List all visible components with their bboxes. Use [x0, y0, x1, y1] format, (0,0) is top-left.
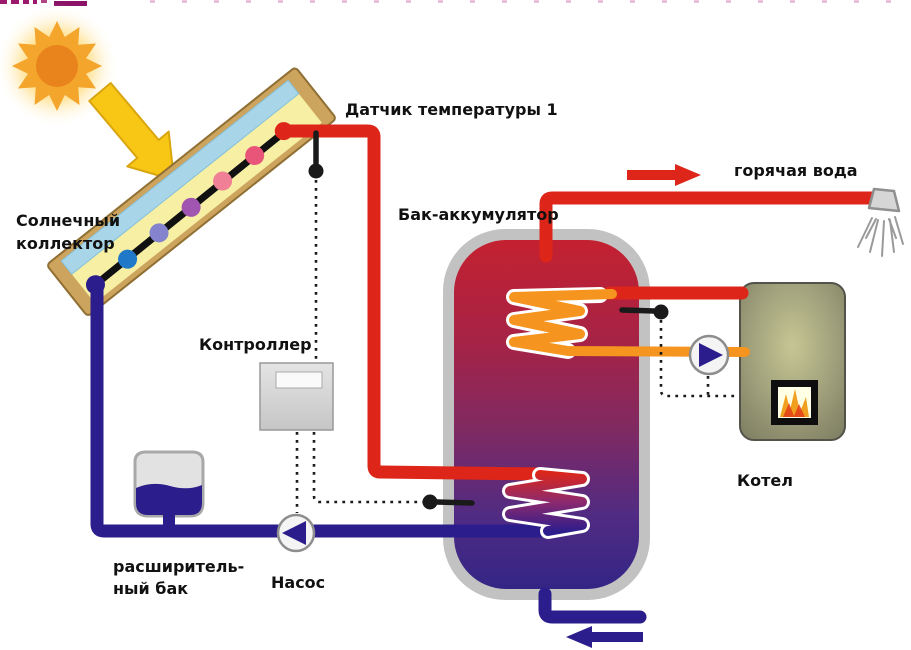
pipe-hot-water: [539, 191, 883, 263]
boiler-body: [739, 282, 846, 441]
upper-heat-coil: [509, 289, 750, 357]
label-sensor1: Датчик температуры 1: [345, 100, 558, 119]
sensor3-boiler-line: [659, 320, 738, 398]
collector-dot: [181, 197, 201, 217]
temperature-sensor-3: [619, 304, 669, 320]
cropped-text-artifact: [0, 0, 911, 6]
shower-icon: [857, 187, 904, 257]
controller-box: [259, 362, 334, 431]
pump-direction-icon: [699, 343, 723, 367]
label-boiler: Котел: [737, 471, 793, 490]
cold-water-arrow: [566, 626, 643, 648]
pump-direction-icon: [282, 521, 306, 545]
pipes: [90, 124, 883, 624]
solar-pump: [276, 513, 316, 553]
label-expansion-tank-line2: ный бак: [113, 579, 188, 598]
sun-arrow-icon: [88, 82, 175, 181]
temperature-sensor-1: [308, 130, 324, 179]
label-pump: Насос: [271, 573, 325, 592]
pipe-cold-water: [538, 587, 647, 624]
controller-sensor2-line: [312, 432, 424, 504]
temperature-sensor-2: [422, 494, 475, 510]
collector-dot: [245, 146, 265, 166]
label-controller: Контроллер: [199, 335, 312, 354]
collector-dot: [149, 223, 169, 243]
sun-icon: [0, 4, 119, 128]
boiler: [739, 282, 846, 441]
flame-icon: [783, 403, 805, 417]
lower-heat-coil: [505, 470, 587, 536]
controller-display: [275, 371, 323, 389]
pipe-solar-return: [90, 277, 555, 538]
label-solar-collector-line2: коллектор: [16, 234, 115, 253]
collector-panel: [61, 80, 322, 304]
label-expansion-tank-line1: расширитель-: [113, 557, 244, 576]
expansion-tank: [133, 450, 205, 532]
label-storage-tank: Бак-аккумулятор: [398, 205, 559, 224]
label-solar-collector-line1: Солнечный: [16, 211, 120, 230]
boiler-pump: [688, 334, 730, 376]
collector-dot: [213, 171, 233, 191]
tank-fill: [454, 240, 639, 589]
expansion-tank-liquid: [136, 483, 202, 515]
collector-dot: [118, 249, 138, 269]
control-lines: [295, 180, 738, 513]
label-hot-water: горячая вода: [734, 161, 858, 180]
pipe-solar-hot: [281, 124, 552, 481]
storage-tank: [443, 229, 650, 600]
solar-collector: [47, 67, 336, 316]
hot-water-arrow: [627, 164, 701, 186]
collector-glass: [60, 79, 300, 275]
